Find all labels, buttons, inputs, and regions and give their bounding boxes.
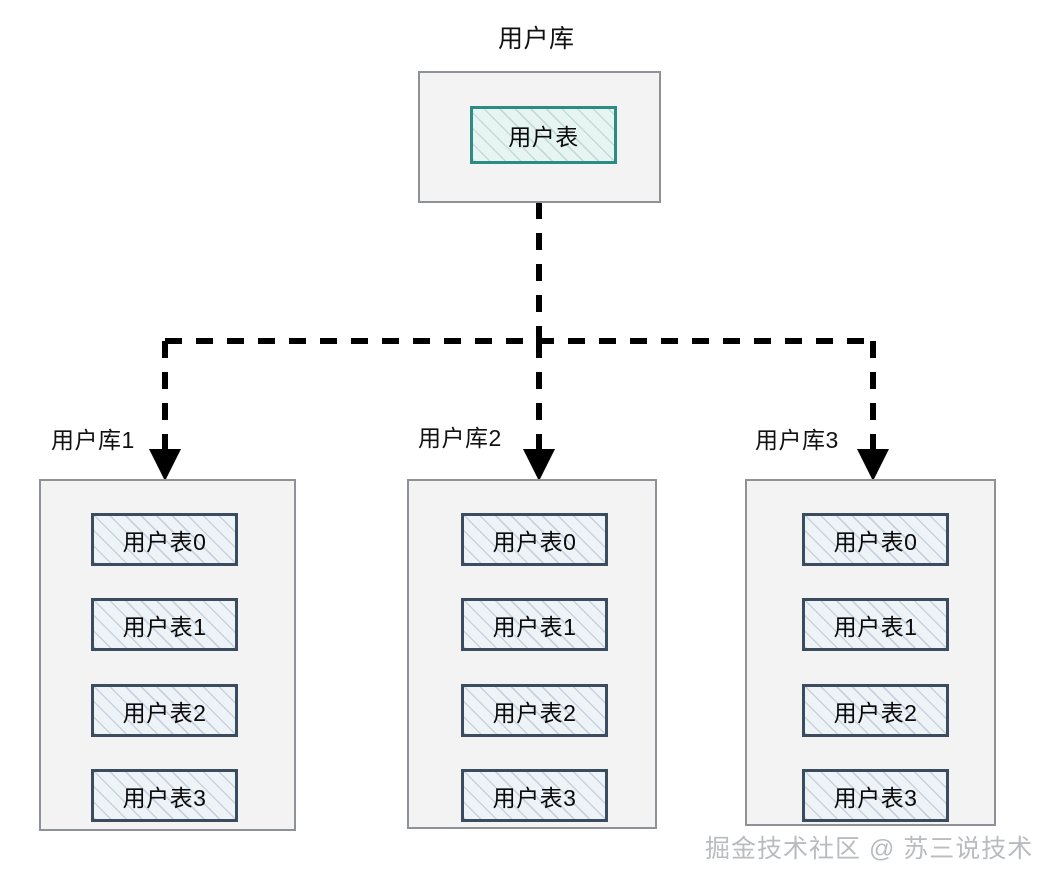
table-label: 用户表3 [833,784,918,811]
table-box: 用户表1 [802,598,949,651]
table-box: 用户表3 [91,769,238,822]
table-box: 用户表0 [91,513,238,566]
table-label: 用户表1 [492,613,577,640]
table-box: 用户表0 [802,513,949,566]
table-label: 用户表3 [122,784,207,811]
table-label: 用户表0 [833,528,918,555]
watermark-text: 掘金技术社区 @ 苏三说技术 [705,835,1034,863]
table-label: 用户表0 [122,528,207,555]
arrowhead-2 [523,449,555,481]
root-db-container: 用户表 [418,71,661,203]
shard-2-container: 用户表0 用户表1 用户表2 用户表3 [407,479,657,829]
table-box: 用户表1 [91,598,238,651]
root-table-box: 用户表 [470,106,617,164]
shard-3-label: 用户库3 [755,427,839,453]
shard-1-container: 用户表0 用户表1 用户表2 用户表3 [39,479,296,831]
table-label: 用户表1 [122,613,207,640]
shard-2-label: 用户库2 [418,425,502,451]
table-box: 用户表2 [802,684,949,737]
table-label: 用户表0 [492,528,577,555]
table-label: 用户表3 [492,784,577,811]
table-label: 用户表1 [833,613,918,640]
root-table-label: 用户表 [508,124,579,150]
shard-3-container: 用户表0 用户表1 用户表2 用户表3 [745,479,996,826]
table-box: 用户表3 [802,769,949,822]
shard-1-label: 用户库1 [51,427,135,453]
arrowhead-3 [857,449,889,481]
table-box: 用户表2 [461,684,608,737]
root-db-label: 用户库 [498,25,575,53]
table-box: 用户表0 [461,513,608,566]
table-label: 用户表2 [122,699,207,726]
table-box: 用户表2 [91,684,238,737]
table-label: 用户表2 [833,699,918,726]
table-label: 用户表2 [492,699,577,726]
arrowhead-1 [149,449,181,481]
table-box: 用户表3 [461,769,608,822]
table-box: 用户表1 [461,598,608,651]
